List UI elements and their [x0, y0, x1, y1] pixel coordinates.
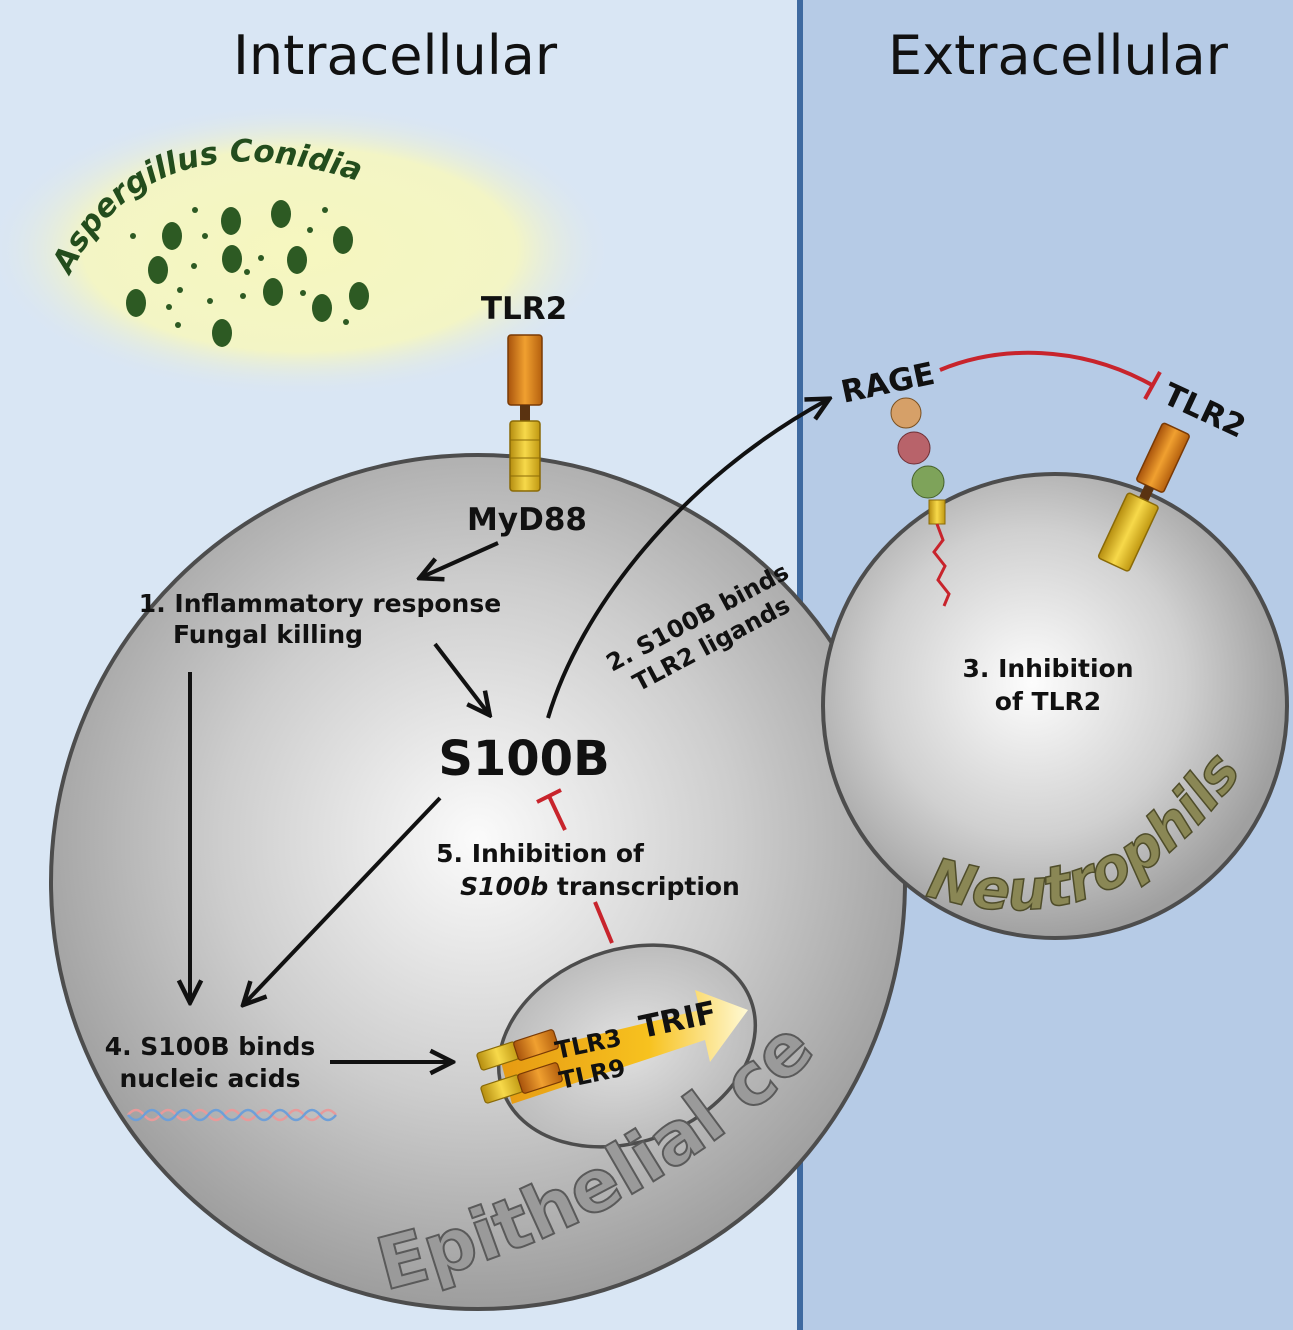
- trif-arrow: [500, 990, 748, 1104]
- step4-line1: 4. S100B binds: [105, 1032, 316, 1061]
- conidia-spores: [126, 200, 369, 347]
- tlr2-receptor-neutrophil: [1097, 422, 1190, 572]
- intracellular-title: Intracellular: [233, 24, 558, 87]
- step3-line2: of TLR2: [995, 687, 1101, 716]
- arrow-myd88-to-response: [422, 541, 499, 577]
- extracellular-title: Extracellular: [888, 24, 1229, 87]
- aspergillus-conidia-cloud: Aspergillus Conidia: [0, 105, 610, 395]
- inhibition-lines: [536, 350, 1162, 944]
- inhibit-rage-to-tlr2: [939, 350, 1153, 387]
- rage-receptor: [890, 397, 951, 607]
- tlr2-receptor-epithelial: [507, 334, 543, 492]
- step3-line1: 3. Inhibition: [962, 654, 1133, 683]
- arrow-s100b-to-nucleic: [245, 796, 442, 1003]
- arrow-s100b-to-rage: [546, 400, 827, 719]
- step5-line2: S100b transcription: [460, 872, 740, 901]
- myd88-label: MyD88: [467, 502, 587, 538]
- s100b-label: S100B: [438, 731, 609, 787]
- step5-line1: 5. Inhibition of: [436, 839, 645, 868]
- activation-arrows: [190, 400, 827, 1062]
- nucleic-acid-helix: [127, 1108, 337, 1122]
- inhibit-trif-to-s100b-upper: [547, 795, 567, 831]
- step1-line1: 1. Inflammatory response: [139, 589, 501, 618]
- neutrophil-cell: [821, 472, 1289, 940]
- step4-line2: nucleic acids: [119, 1064, 300, 1093]
- step1-line2: Fungal killing: [173, 620, 363, 649]
- tlr2-label-top: TLR2: [481, 291, 567, 327]
- inhibit-bar-tlr2: [1143, 371, 1162, 400]
- inhibit-bar-s100b: [536, 788, 562, 804]
- arrow-response-to-s100b: [433, 642, 488, 713]
- inhibit-trif-to-s100b-lower: [593, 901, 614, 944]
- endosome: [476, 943, 758, 1149]
